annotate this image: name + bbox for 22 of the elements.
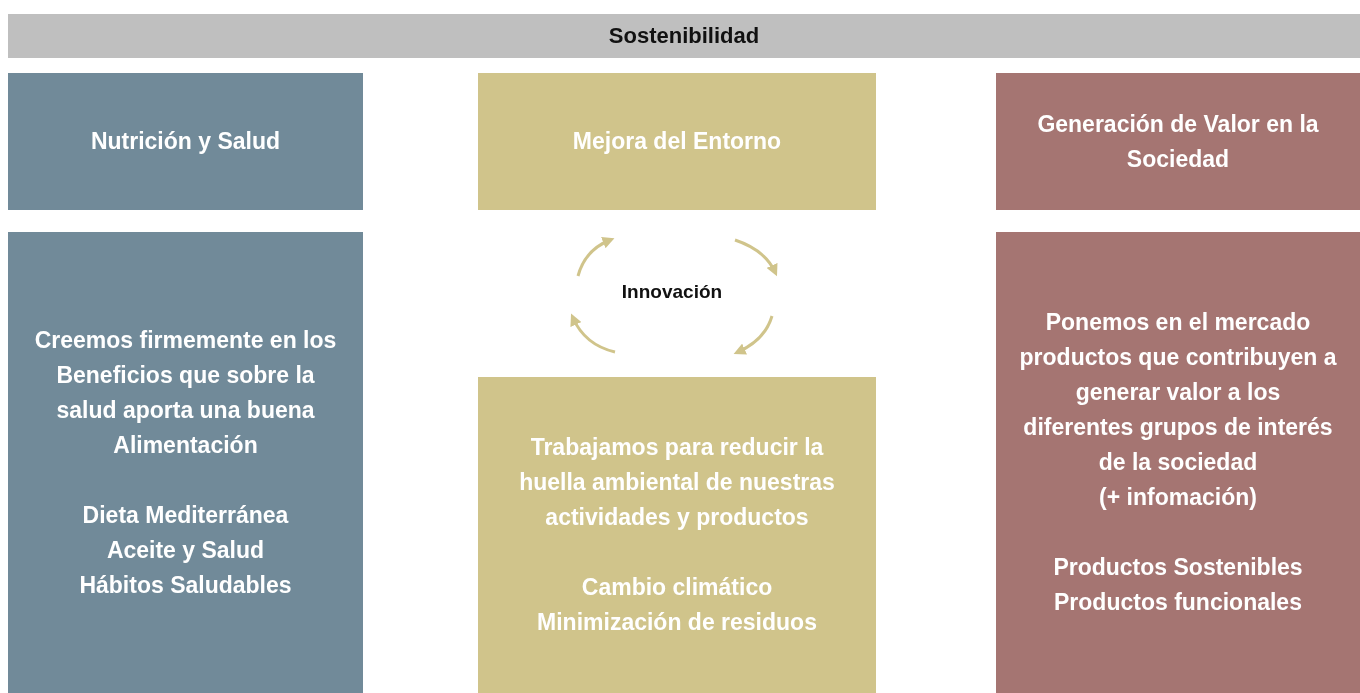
panel-text: Ponemos en el mercado productos que contribuyen a generar valor a los diferentes grupos de interés de la sociedad xyxy=(1018,308,1338,477)
panel-text: Cambio climático xyxy=(581,573,773,602)
panel-text: Nutrición y Salud xyxy=(90,127,281,156)
center-label: Innovación xyxy=(620,281,724,303)
panel-text: Dieta Mediterránea xyxy=(82,500,289,530)
panel-text: Aceite y Salud xyxy=(106,535,265,565)
panel-text: Hábitos Saludables xyxy=(79,570,292,600)
panel-text: Productos Sostenibles xyxy=(1053,553,1303,582)
panel-text: Productos funcionales xyxy=(1054,588,1302,617)
panel-text: (+ infomación) xyxy=(1099,483,1257,512)
panel-text: Minimización de residuos xyxy=(537,608,817,637)
text-panel xyxy=(996,232,1360,693)
panel-text: Creemos firmemente en los Beneficios que sobre la salud aporta una buena Alimentación xyxy=(33,325,338,460)
text-panel xyxy=(8,232,363,693)
heading-box xyxy=(478,73,876,210)
panel-text: Generación de Valor en la Sociedad xyxy=(1036,109,1320,174)
text-panel xyxy=(478,377,876,693)
heading-box xyxy=(996,73,1360,210)
panel-text: Mejora del Entorno xyxy=(572,127,782,156)
panel-text: Trabajamos para reducir la huella ambiental de nuestras actividades y productos xyxy=(518,433,836,532)
title-band: Sostenibilidad xyxy=(8,14,1360,58)
heading-box xyxy=(8,73,363,210)
